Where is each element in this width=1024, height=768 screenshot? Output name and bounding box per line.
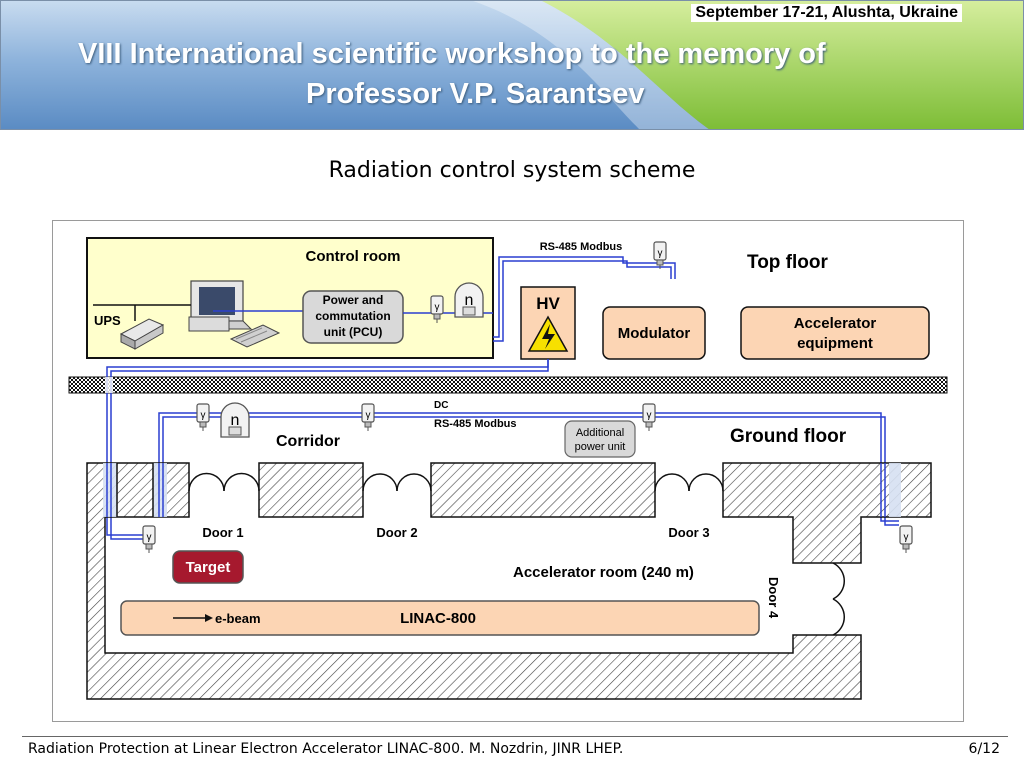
door1-label: Door 1 (202, 525, 243, 540)
banner-date: September 17-21, Alushta, Ukraine (691, 4, 962, 22)
pcu-label-line2: commutation (315, 309, 390, 323)
target-label: Target (186, 559, 231, 576)
banner-title-line2: Professor V.P. Sarantsev (306, 78, 645, 110)
rs485-top-label: RS-485 Modbus (540, 241, 623, 253)
door-arcs (188, 472, 845, 636)
svg-text:γ: γ (366, 410, 371, 421)
accelerator-equipment-box (740, 306, 930, 360)
ebeam-label: e-beam (215, 611, 261, 626)
gamma-detector-icon: γ (361, 403, 375, 432)
page-number: 6/12 (968, 741, 1000, 757)
hv-label: HV (536, 294, 560, 313)
accelerator-room-label: Accelerator room (240 m) (513, 564, 694, 581)
door2-label: Door 2 (376, 525, 417, 540)
accelerator-equipment-line1: Accelerator (794, 315, 877, 332)
svg-text:γ: γ (147, 532, 152, 543)
modulator-box (602, 306, 706, 360)
ups-label: UPS (94, 313, 121, 328)
header-banner: September 17-21, Alushta, Ukraine VIII I… (0, 0, 1024, 130)
gamma-detector-icon: γ (430, 295, 444, 324)
target-box (172, 550, 244, 584)
slide-title: Radiation control system scheme (328, 158, 696, 183)
pcu-label-line1: Power and (323, 293, 384, 307)
rs485-ground-label: RS-485 Modbus (434, 418, 517, 430)
banner-title-line1: VIII International scientific workshop t… (78, 38, 826, 70)
svg-text:γ: γ (201, 410, 206, 421)
linac-label: LINAC-800 (400, 610, 476, 627)
modulator-label: Modulator (618, 325, 691, 342)
neutron-detector-icon: n (454, 282, 484, 318)
footer-rule (22, 736, 1008, 737)
door4-label: Door 4 (766, 577, 781, 619)
beam-arrow-icon (173, 614, 213, 622)
additional-power-unit-box (564, 420, 636, 458)
footer-citation: Radiation Protection at Linear Electron … (28, 741, 624, 757)
svg-text:n: n (231, 412, 240, 429)
svg-text:n: n (465, 292, 474, 309)
dc-label: DC (434, 400, 448, 411)
svg-text:γ: γ (647, 410, 652, 421)
additional-power-unit-line2: power unit (575, 441, 626, 453)
radiation-scheme-diagram: Control room UPS Power and commutation u… (52, 220, 964, 722)
gamma-detector-icon: γ (196, 403, 210, 432)
additional-power-unit-line1: Additional (576, 427, 624, 439)
neutron-detector-icon: n (220, 402, 250, 438)
gamma-detector-icon: γ (899, 525, 913, 554)
gamma-detector-icon: γ (142, 525, 156, 554)
svg-text:γ: γ (904, 532, 909, 543)
floor-slab (68, 376, 948, 394)
scheme-svg: Control room UPS Power and commutation u… (68, 237, 948, 700)
ups-device-icon (119, 318, 165, 350)
accelerator-equipment-line2: equipment (797, 335, 873, 352)
corridor-label: Corridor (276, 433, 340, 450)
high-voltage-warning-icon (527, 315, 569, 352)
gamma-detector-icon: γ (642, 403, 656, 432)
ground-floor-label: Ground floor (730, 426, 847, 447)
gamma-detector-icon: γ (653, 241, 667, 270)
svg-text:γ: γ (435, 302, 440, 313)
linac-box (120, 600, 760, 636)
pcu-label-line3: unit (PCU) (324, 325, 383, 339)
control-room-label: Control room (306, 248, 401, 265)
top-floor-label: Top floor (747, 252, 829, 273)
svg-text:γ: γ (658, 248, 663, 259)
pcu-box (302, 290, 404, 344)
door3-label: Door 3 (668, 525, 709, 540)
